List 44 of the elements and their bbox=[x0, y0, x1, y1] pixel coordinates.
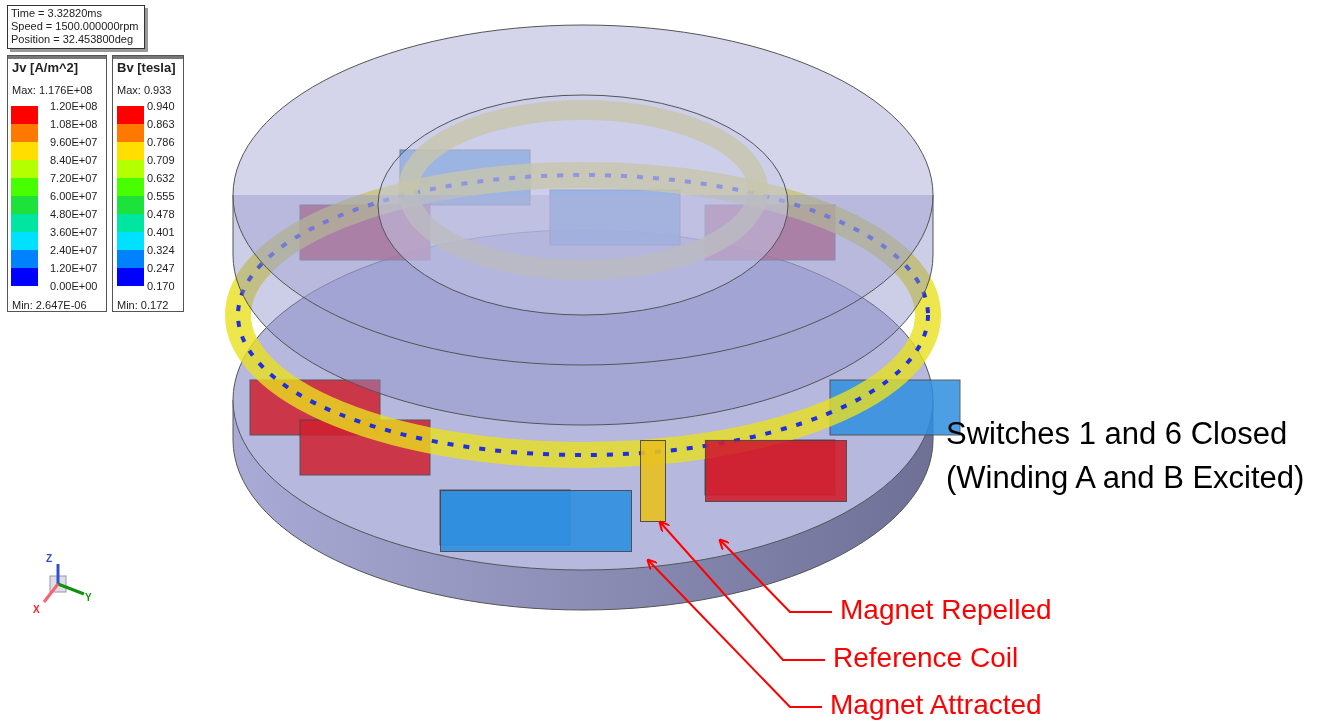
leader-arrow bbox=[646, 558, 823, 708]
scale-value: 0.555 bbox=[147, 190, 175, 202]
callout-label: Reference Coil bbox=[833, 642, 1019, 674]
scale-value: 0.632 bbox=[147, 172, 175, 184]
scale-value: 4.80E+07 bbox=[50, 208, 98, 220]
scale-value: 0.00E+00 bbox=[50, 280, 98, 292]
scale-value: 0.478 bbox=[147, 208, 175, 220]
axis-label: X bbox=[33, 604, 40, 615]
scale-value: 3.60E+07 bbox=[50, 226, 98, 238]
scale-value: 1.08E+08 bbox=[50, 118, 98, 130]
info-text: Speed = 1500.000000rpm bbox=[11, 20, 139, 32]
max-value: Max: 1.176E+08 bbox=[12, 84, 93, 96]
magnet-block bbox=[440, 490, 632, 552]
info-text: Time = 3.32820ms bbox=[11, 7, 102, 19]
scale-value: 8.40E+07 bbox=[50, 154, 98, 166]
scale-value: 1.20E+08 bbox=[50, 100, 98, 112]
callout-label: Magnet Attracted bbox=[830, 689, 1042, 721]
scale-title: Bv [tesla] bbox=[117, 60, 176, 75]
axis-label: Y bbox=[85, 592, 92, 603]
status-note: Switches 1 and 6 Closed (Winding A and B Excited) bbox=[946, 415, 1306, 497]
leader-arrow bbox=[658, 520, 826, 661]
scale-value: 0.170 bbox=[147, 280, 175, 292]
magnet-block bbox=[705, 440, 847, 502]
scale-value: 7.20E+07 bbox=[50, 172, 98, 184]
scale-value: 0.401 bbox=[147, 226, 175, 238]
scale-value: 0.863 bbox=[147, 118, 175, 130]
scale-value: 0.709 bbox=[147, 154, 175, 166]
info-text: Position = 32.453800deg bbox=[11, 33, 134, 45]
min-value: Min: 0.172 bbox=[117, 299, 169, 311]
scale-title: Jv [A/m^2] bbox=[12, 60, 79, 75]
min-value: Min: 2.647E-06 bbox=[12, 299, 87, 311]
scale-value: 0.940 bbox=[147, 100, 175, 112]
scale-value: 2.40E+07 bbox=[50, 244, 98, 256]
scale-value: 6.00E+07 bbox=[50, 190, 98, 202]
scale-value: 0.786 bbox=[147, 136, 175, 148]
scale-value: 0.247 bbox=[147, 262, 175, 274]
scale-value: 0.324 bbox=[147, 244, 175, 256]
scale-value: 9.60E+07 bbox=[50, 136, 98, 148]
leader-arrow bbox=[718, 538, 833, 613]
axis-label: Z bbox=[46, 553, 53, 564]
scale-value: 1.20E+07 bbox=[50, 262, 98, 274]
max-value: Max: 0.933 bbox=[117, 84, 172, 96]
coil-drawing bbox=[640, 440, 666, 522]
callout-label: Magnet Repelled bbox=[840, 594, 1052, 626]
